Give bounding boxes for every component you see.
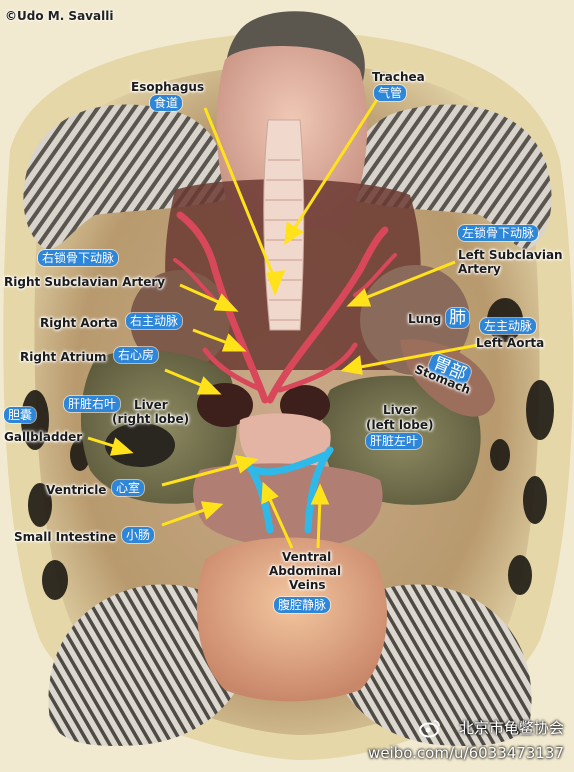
trachea-rings <box>265 159 302 321</box>
label-trachea: Trachea <box>372 70 425 84</box>
label-small-intestine: Small Intestine <box>14 530 117 544</box>
gallbladder <box>105 423 175 467</box>
pointer-arrows <box>87 97 479 549</box>
label-left-aorta: Left Aorta <box>476 336 545 350</box>
watermark-org: 北京市龟鳖协会 <box>458 719 564 737</box>
label-left-subclavian-line1: Left Subclavian <box>458 248 563 262</box>
photo-credit: ©Udo M. Savalli <box>5 9 114 23</box>
label-right-aorta-zh: 右主动脉 <box>126 313 183 329</box>
right-front-leg <box>349 104 552 250</box>
label-small-intestine-zh: 小肠 <box>122 527 155 543</box>
label-gallbladder: Gallbladder <box>4 430 83 444</box>
arrow-right-atrium <box>164 368 222 395</box>
left-front-leg <box>23 104 226 250</box>
arrow-right-subclavian <box>179 283 239 312</box>
arrow-ventricle <box>161 455 259 487</box>
label-liver-right-line1: Liver <box>134 398 168 412</box>
label-left-aorta-zh: 左主动脉 <box>480 318 537 334</box>
label-right-aorta: Right Aorta <box>40 316 118 330</box>
weibo-logo-icon <box>419 720 440 738</box>
arrow-trachea <box>284 97 380 246</box>
label-ventricle: Ventricle <box>46 483 107 497</box>
label-esophagus: Esophagus <box>131 80 205 94</box>
arrow-ventral-vein-left <box>261 481 294 549</box>
label-liver-left-zh: 肝脏左叶 <box>366 433 423 449</box>
arrow-ventral-vein-right <box>310 483 330 549</box>
label-liver-left-line2: (left lobe) <box>366 418 434 432</box>
label-esophagus-zh: 食道 <box>150 95 183 111</box>
label-ventral-line2: Abdominal <box>269 564 342 578</box>
label-lung: Lung <box>408 312 442 326</box>
small-intestine <box>193 463 383 547</box>
label-right-atrium-zh: 右心房 <box>114 347 159 363</box>
watermark-url: weibo.com/u/6033473137 <box>368 744 564 762</box>
abdominal-region <box>196 537 387 702</box>
label-left-subclavian-zh: 左锁骨下动脉 <box>458 225 539 241</box>
arrow-left-aorta <box>340 343 479 375</box>
arrow-small-intestine <box>161 501 224 527</box>
label-right-subclavian-zh: 右锁骨下动脉 <box>38 250 119 266</box>
label-liver-right-line2: (right lobe) <box>112 412 190 426</box>
label-liver-right-zh: 肝脏右叶 <box>64 396 121 412</box>
arrow-esophagus <box>203 107 286 297</box>
label-ventral-line1: Ventral <box>282 550 332 564</box>
label-ventral-line3: Veins <box>289 578 326 592</box>
label-right-atrium: Right Atrium <box>20 350 107 364</box>
arrow-left-subclavian <box>346 260 456 307</box>
label-liver-left-line1: Liver <box>383 403 417 417</box>
label-gallbladder-zh: 胆囊 <box>4 407 37 423</box>
label-trachea-zh: 气管 <box>374 85 407 101</box>
label-ventral-zh: 腹腔静脉 <box>274 597 331 613</box>
label-left-subclavian-line2: Artery <box>458 262 501 276</box>
label-right-subclavian: Right Subclavian Artery <box>4 275 166 289</box>
arrow-right-aorta <box>192 328 247 352</box>
label-lung-zh: 肺 <box>446 308 469 328</box>
arrow-gallbladder <box>87 436 134 456</box>
arteries <box>173 211 397 404</box>
label-ventricle-zh: 心室 <box>112 480 145 496</box>
